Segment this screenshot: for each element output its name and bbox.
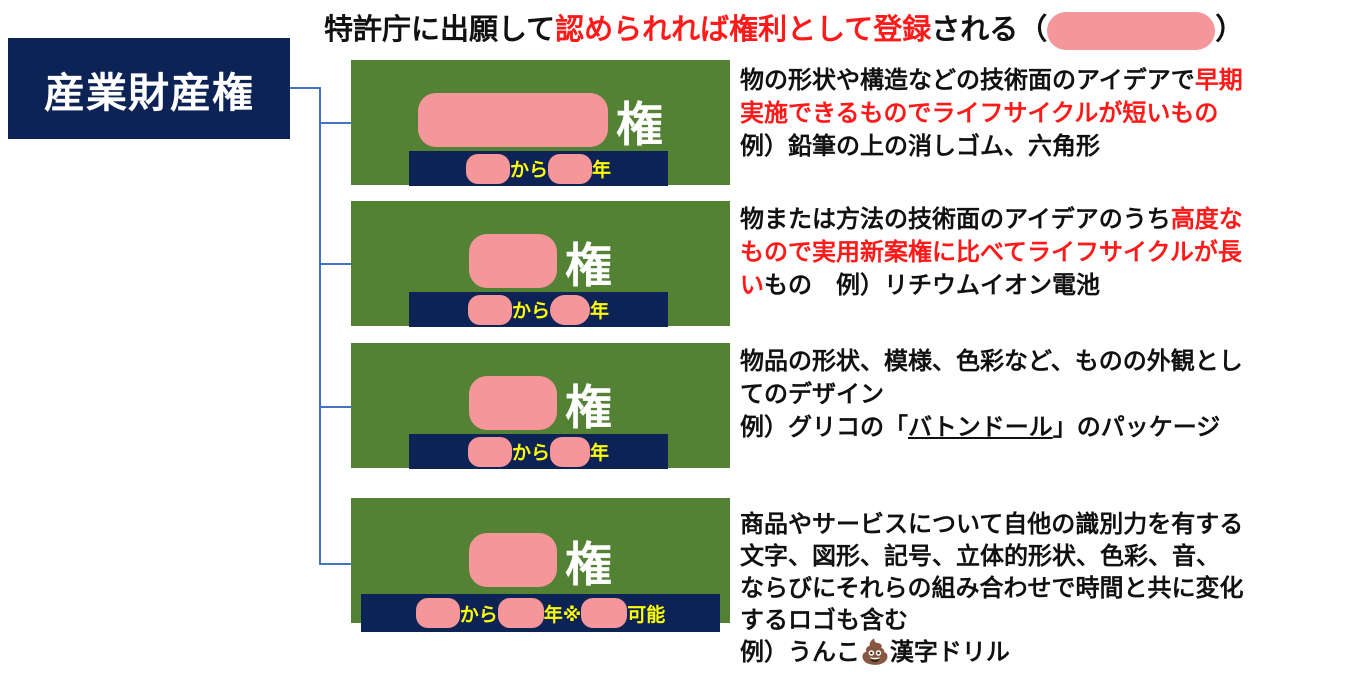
desc-text: 物または方法の技術面のアイデアのうち	[740, 205, 1171, 233]
card-4-right-name: 権	[351, 530, 730, 593]
desc-text-red: もので実用新案権に比べてライフサイクルが長	[740, 238, 1242, 266]
headline-text-2: される（	[931, 12, 1048, 46]
redaction-mask	[465, 153, 510, 184]
redaction-mask	[550, 294, 590, 325]
band-text: から	[511, 300, 550, 322]
page-title: 産業財産権	[44, 68, 254, 117]
headline-text-1: 特許庁に出願して	[324, 12, 556, 46]
desc-example-underlined: バトンドール	[908, 413, 1053, 441]
desc-example: 漢字ドリル	[889, 638, 1010, 666]
right-name-label: 権	[565, 238, 612, 294]
band-text: から	[511, 442, 550, 464]
desc-example: 例）グリコの「	[740, 413, 908, 441]
desc-text-red: 早期	[1194, 66, 1243, 94]
band-text: 可能	[627, 603, 666, 626]
desc-text: するロゴも含む	[740, 606, 908, 634]
band-text: 年	[592, 159, 612, 181]
tree-line-branch-1	[319, 122, 352, 124]
redaction-mask	[1047, 12, 1216, 50]
desc-text: てのデザイン	[740, 380, 884, 408]
desc-text-red: 実施できるものでライフサイクルが短いもの	[740, 99, 1219, 127]
desc-text: 商品やサービスについて自他の識別力を有する	[740, 510, 1244, 538]
tree-line-branch-3	[319, 406, 352, 408]
band-text: から	[459, 603, 498, 626]
redaction-mask	[469, 376, 557, 430]
band-text: 年	[590, 442, 610, 464]
headline-text-3: ）	[1215, 12, 1245, 46]
poop-icon: 💩	[860, 638, 890, 666]
card-4-description: 商品やサービスについて自他の識別力を有する 文字、図形、記号、立体的形状、色彩、…	[740, 508, 1360, 668]
desc-text: 物品の形状、模様、色彩など、ものの外観とし	[740, 347, 1243, 375]
desc-example: 」のパッケージ	[1052, 413, 1221, 441]
redaction-mask	[581, 598, 628, 628]
redaction-mask	[548, 153, 592, 184]
tree-line-branch-2	[319, 263, 352, 265]
desc-text: 物の形状や構造などの技術面のアイデアで	[740, 66, 1195, 94]
redaction-mask	[550, 436, 590, 467]
right-name-label: 権	[565, 537, 612, 593]
band-text: から	[509, 159, 548, 181]
desc-example: 例）うんこ	[740, 638, 860, 666]
desc-text-red: 高度な	[1170, 205, 1243, 233]
card-2-right-name: 権	[351, 231, 730, 294]
redaction-mask	[469, 234, 557, 288]
card-3-duration-band: から 年	[409, 434, 668, 469]
desc-text: ならびにそれらの組み合わせで時間と共に変化	[740, 574, 1244, 602]
desc-text: 文字、図形、記号、立体的形状、色彩、音、	[740, 542, 1220, 570]
redaction-mask	[497, 598, 544, 628]
desc-text-red: い	[740, 271, 764, 299]
right-name-label: 権	[616, 97, 663, 153]
card-2-duration-band: から 年	[409, 292, 668, 327]
redaction-mask	[415, 598, 460, 628]
desc-example: もの 例）リチウムイオン電池	[764, 271, 1100, 299]
band-text: 年	[590, 300, 610, 322]
card-3-description: 物品の形状、模様、色彩など、ものの外観とし てのデザイン 例）グリコの「バトンド…	[740, 345, 1360, 444]
card-1-right-name: 権	[351, 90, 730, 153]
tree-line-vertical	[319, 87, 321, 565]
title-box: 産業財産権	[8, 38, 290, 139]
card-2-description: 物または方法の技術面のアイデアのうち高度な もので実用新案権に比べてライフサイク…	[740, 203, 1360, 302]
card-1-description: 物の形状や構造などの技術面のアイデアで早期 実施できるものでライフサイクルが短い…	[740, 64, 1360, 163]
redaction-mask	[418, 93, 608, 147]
card-3-right-name: 権	[351, 373, 730, 436]
tree-line-branch-4	[319, 563, 352, 565]
headline-text-red: 認められれば権利として登録	[555, 12, 932, 46]
card-1-duration-band: から 年	[409, 151, 668, 186]
headline: 特許庁に出願して認められれば権利として登録される（ ）	[324, 6, 1364, 50]
redaction-mask	[469, 533, 557, 587]
redaction-mask	[467, 436, 512, 467]
band-text: 年※	[543, 603, 582, 626]
tree-line-horizontal-root	[290, 87, 320, 89]
redaction-mask	[467, 294, 512, 325]
right-name-label: 権	[565, 380, 612, 436]
card-4-duration-band: から 年※ 可能	[361, 594, 720, 632]
desc-example: 例）鉛筆の上の消しゴム、六角形	[740, 132, 1100, 160]
